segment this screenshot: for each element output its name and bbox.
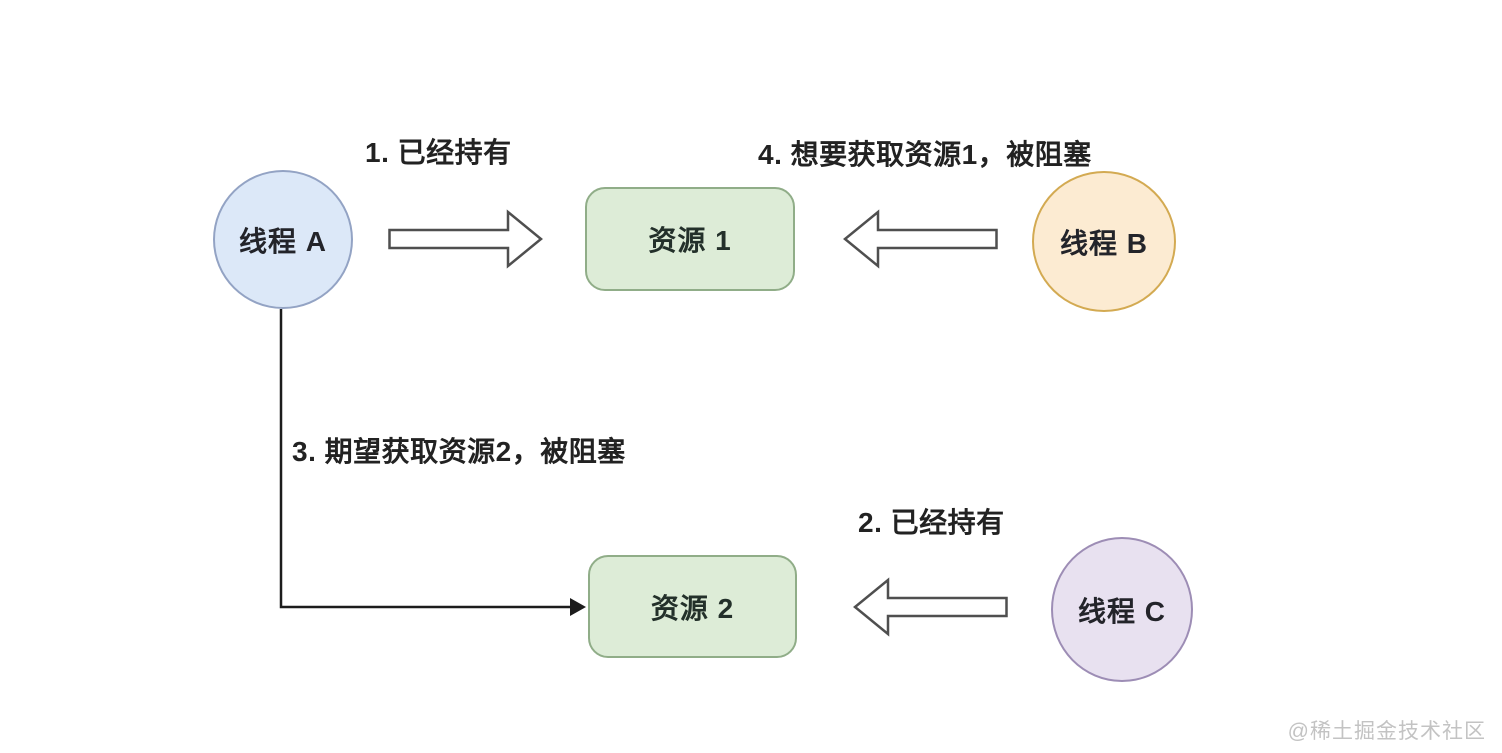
node-thread-b: 线程 B <box>1032 171 1176 312</box>
step-2-label: 2. 已经持有 <box>858 507 1005 538</box>
left-block-arrow-icon <box>853 577 1008 637</box>
watermark: @稀土掘金技术社区 <box>1287 720 1486 743</box>
node-thread-c-label: 线程 C <box>1077 595 1166 627</box>
node-thread-b-label: 线程 B <box>1059 227 1148 259</box>
node-thread-a-label: 线程 A <box>238 225 327 257</box>
right-block-arrow-icon <box>388 209 543 269</box>
step-1-label: 1. 已经持有 <box>365 137 512 168</box>
left-block-arrow-icon <box>843 209 998 269</box>
node-resource-1-label: 资源 1 <box>648 225 732 256</box>
node-thread-a: 线程 A <box>213 170 353 309</box>
node-thread-c: 线程 C <box>1051 537 1193 682</box>
arrowhead-icon <box>570 598 586 616</box>
step-3-label: 3. 期望获取资源2，被阻塞 <box>292 436 626 467</box>
node-resource-2: 资源 2 <box>588 555 797 658</box>
node-resource-1: 资源 1 <box>585 187 795 291</box>
step-4-label: 4. 想要获取资源1，被阻塞 <box>758 139 1092 170</box>
node-resource-2-label: 资源 2 <box>650 592 735 624</box>
